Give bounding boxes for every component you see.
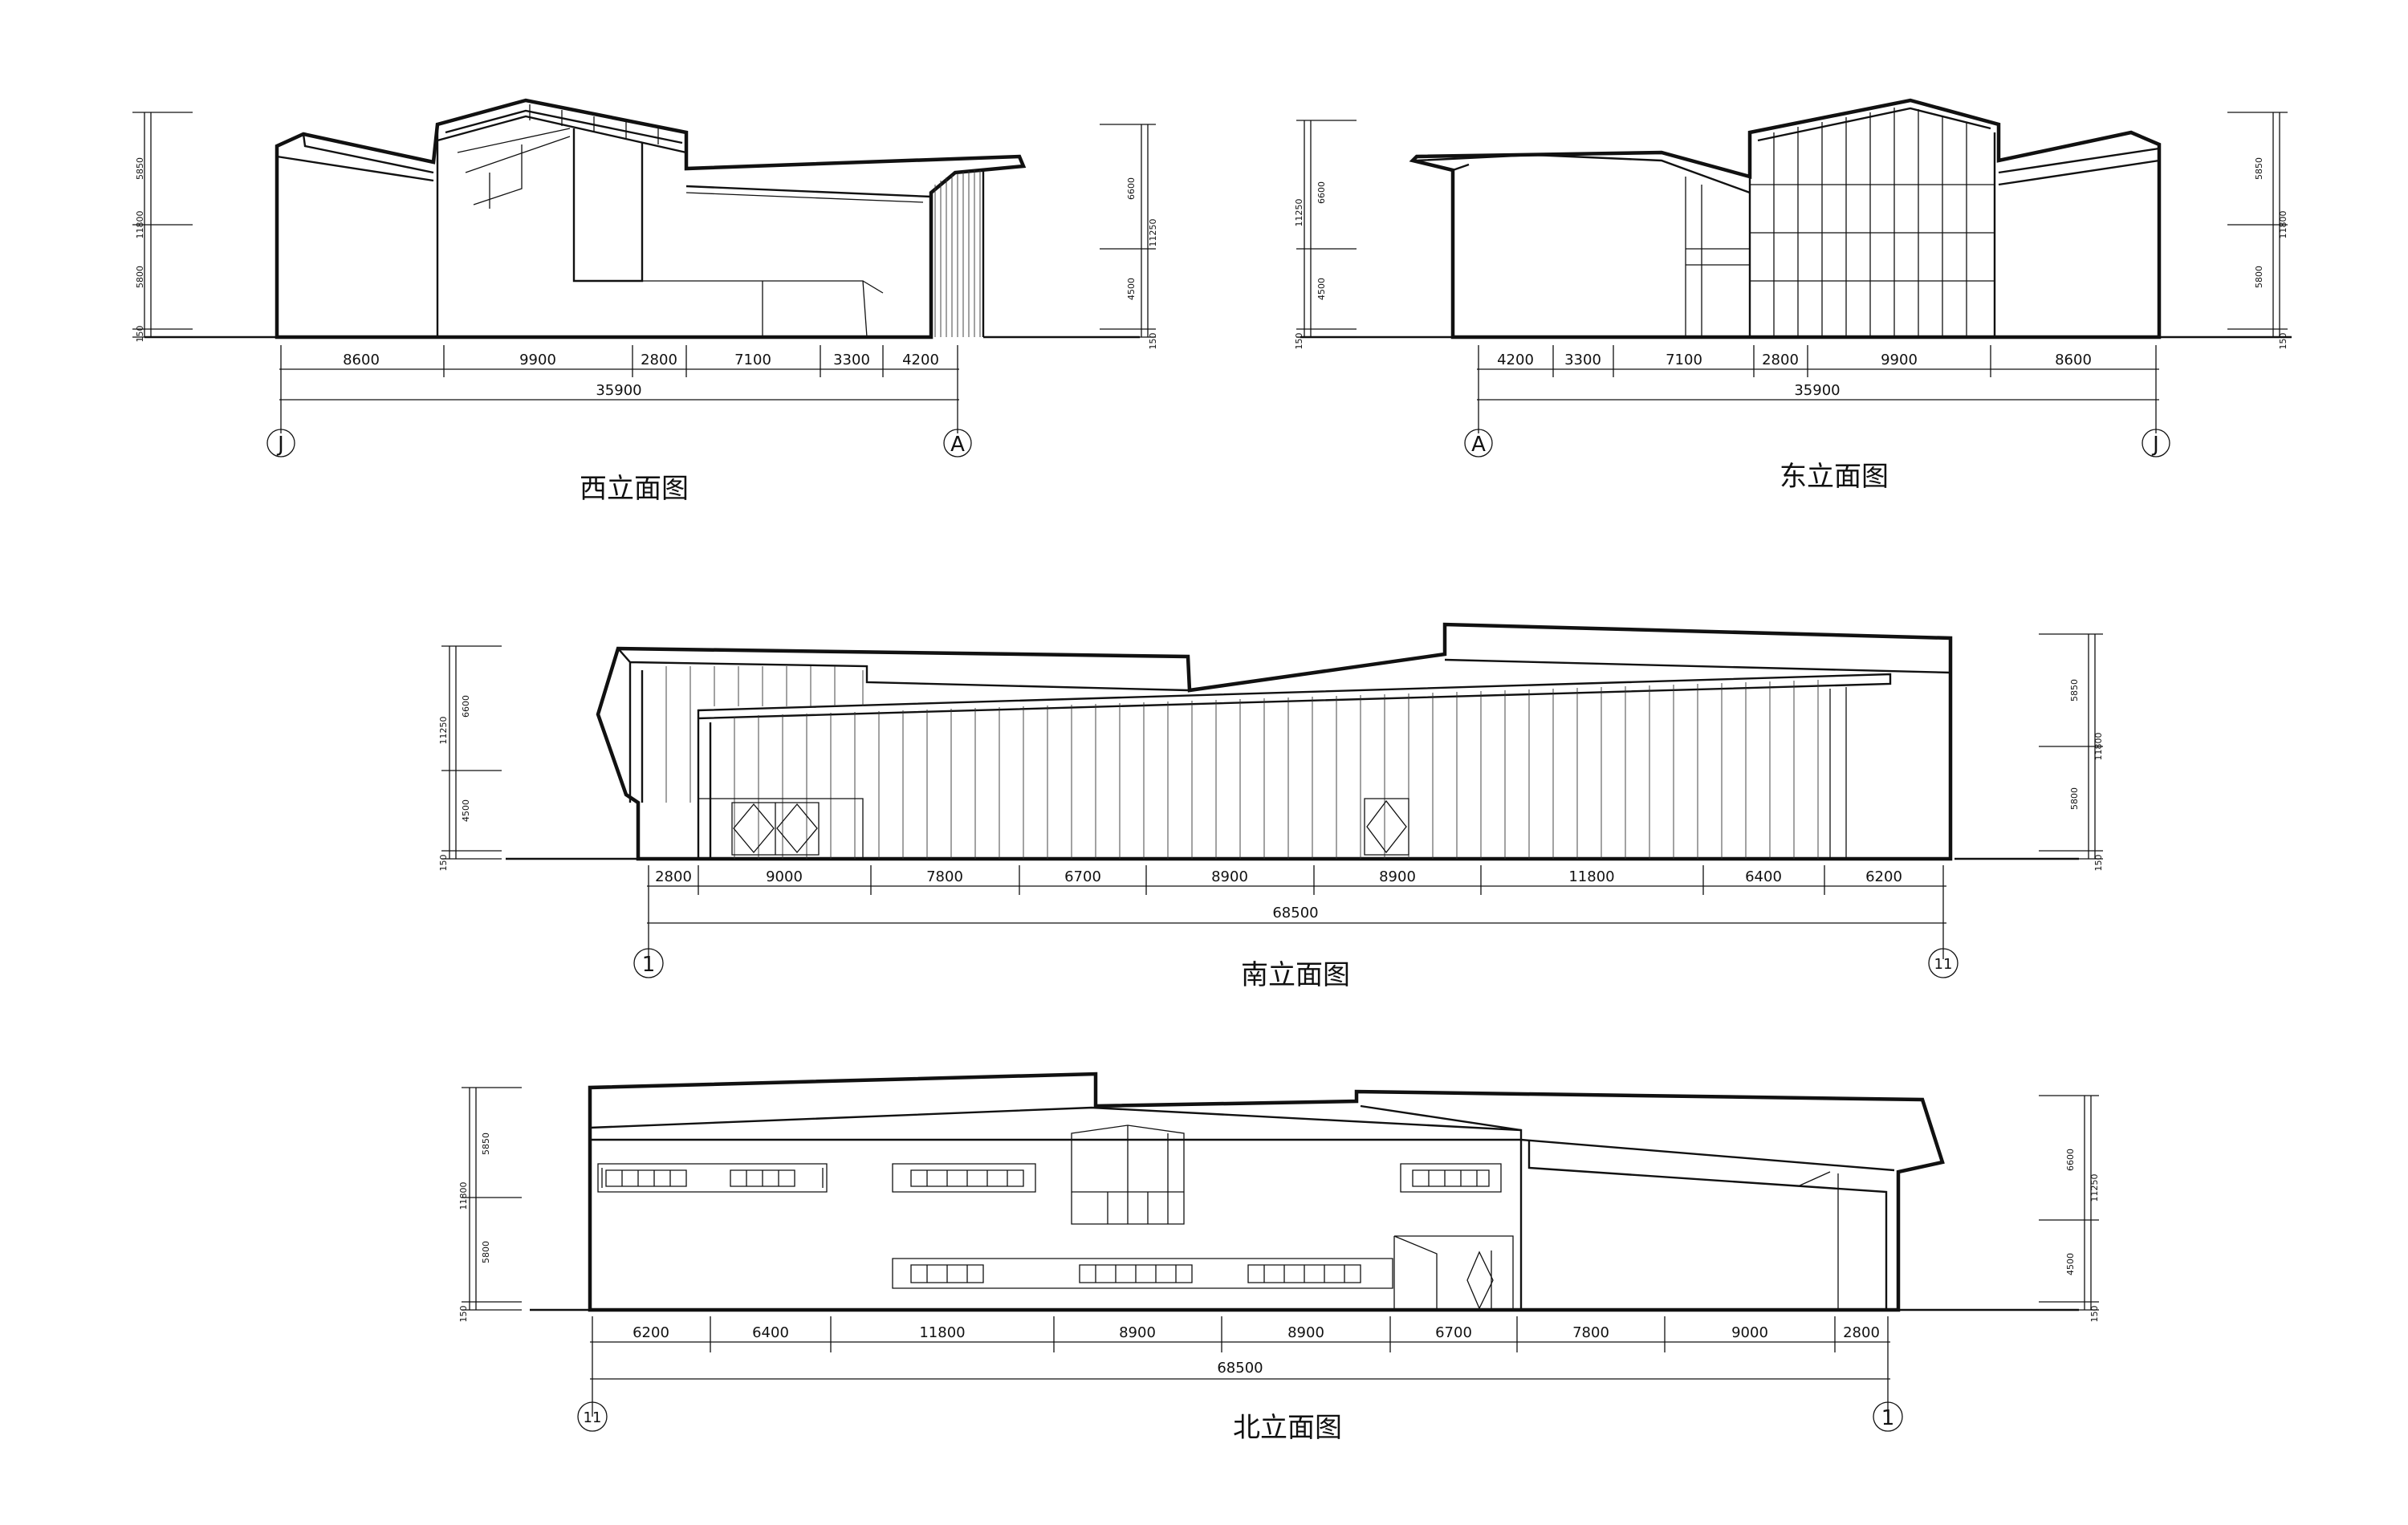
south-dim-3: 6700 bbox=[1064, 868, 1101, 885]
east-height-right-0: 5850 bbox=[2254, 157, 2264, 180]
east-grid-bubble-left bbox=[1464, 429, 1493, 458]
south-dim-total: 68500 bbox=[1272, 905, 1318, 921]
south-height-left-3: 150 bbox=[438, 855, 449, 872]
west-height-right-1: 11250 bbox=[1148, 219, 1158, 247]
south-height-left-1: 11250 bbox=[438, 717, 449, 745]
north-grid-left: 11 bbox=[584, 1409, 602, 1426]
north-height-left-0: 5850 bbox=[481, 1133, 491, 1155]
north-height-left-1: 11800 bbox=[458, 1182, 469, 1210]
north-dim-7: 9000 bbox=[1731, 1324, 1768, 1341]
east-height-left-0: 6600 bbox=[1316, 181, 1327, 204]
south-height-right-2: 5800 bbox=[2069, 787, 2080, 810]
south-grid-left: 1 bbox=[642, 953, 656, 977]
east-height-left-3: 150 bbox=[1294, 333, 1304, 350]
south-height-right-0: 5850 bbox=[2069, 679, 2080, 702]
south-height-left-2: 4500 bbox=[461, 799, 471, 822]
south-height-left-0: 6600 bbox=[461, 695, 471, 718]
south-dim-5: 8900 bbox=[1379, 868, 1416, 885]
south-dim-7: 6400 bbox=[1745, 868, 1782, 885]
north-height-right-1: 11250 bbox=[2089, 1174, 2100, 1202]
west-grid-bubble-right bbox=[943, 429, 972, 458]
east-height-left-2: 4500 bbox=[1316, 278, 1327, 300]
south-dim-2: 7800 bbox=[926, 868, 963, 885]
north-height-left-2: 5800 bbox=[481, 1241, 491, 1263]
north-dim-5: 6700 bbox=[1435, 1324, 1472, 1341]
west-height-left-3: 150 bbox=[135, 326, 145, 343]
west-height-left-1: 11800 bbox=[135, 211, 145, 239]
west-dim-0: 8600 bbox=[343, 352, 380, 368]
north-dim-8: 2800 bbox=[1843, 1324, 1880, 1341]
north-dim-3: 8900 bbox=[1119, 1324, 1156, 1341]
north-height-right-0: 6600 bbox=[2065, 1149, 2076, 1171]
south-height-right-1: 11800 bbox=[2093, 733, 2104, 761]
west-grid-right: A bbox=[950, 433, 965, 457]
north-dim-total: 68500 bbox=[1217, 1360, 1263, 1377]
south-height-right-3: 150 bbox=[2093, 855, 2104, 872]
north-dim-2: 11800 bbox=[919, 1324, 965, 1341]
east-dim-2: 7100 bbox=[1666, 352, 1702, 368]
south-elevation-title: 南立面图 bbox=[1241, 959, 1350, 991]
west-elevation: 5850 11800 5800 150 6600 11250 4500 150 … bbox=[132, 98, 1158, 505]
east-dim-total: 35900 bbox=[1794, 382, 1840, 399]
west-grid-left: J bbox=[276, 433, 284, 457]
south-dim-1: 9000 bbox=[766, 868, 803, 885]
west-dim-1: 9900 bbox=[519, 352, 556, 368]
east-elevation-title: 东立面图 bbox=[1780, 461, 1889, 493]
east-grid-right: J bbox=[2151, 433, 2159, 457]
east-grid-left: A bbox=[1471, 433, 1486, 457]
north-dim-0: 6200 bbox=[633, 1324, 669, 1341]
north-height-right-2: 4500 bbox=[2065, 1253, 2076, 1275]
west-grid-bubble-left bbox=[266, 429, 295, 458]
west-height-left-2: 5800 bbox=[135, 266, 145, 288]
south-dim-0: 2800 bbox=[655, 868, 692, 885]
north-height-left-3: 150 bbox=[458, 1306, 469, 1323]
south-grid-bubble-right bbox=[1928, 948, 1959, 978]
west-dim-2: 2800 bbox=[641, 352, 677, 368]
south-dim-8: 6200 bbox=[1865, 868, 1902, 885]
north-grid-right: 1 bbox=[1881, 1406, 1895, 1430]
north-elevation-title: 北立面图 bbox=[1233, 1412, 1342, 1444]
west-height-right-0: 6600 bbox=[1126, 177, 1137, 200]
north-dim-4: 8900 bbox=[1287, 1324, 1324, 1341]
east-height-right-1: 11800 bbox=[2278, 211, 2288, 239]
west-dim-4: 3300 bbox=[833, 352, 870, 368]
south-elevation: 6600 11250 4500 150 5850 11800 5800 150 … bbox=[438, 622, 2104, 991]
east-dim-1: 3300 bbox=[1564, 352, 1601, 368]
east-height-right-3: 150 bbox=[2278, 333, 2288, 350]
north-dim-6: 7800 bbox=[1572, 1324, 1609, 1341]
west-height-right-2: 4500 bbox=[1126, 278, 1137, 300]
east-height-left-1: 11250 bbox=[1294, 199, 1304, 227]
east-dim-5: 8600 bbox=[2055, 352, 2092, 368]
north-grid-bubble-right bbox=[1873, 1401, 1903, 1432]
south-grid-bubble-left bbox=[633, 948, 664, 978]
west-dim-total: 35900 bbox=[596, 382, 641, 399]
east-elevation: 6600 11250 4500 150 5850 11800 5800 150 … bbox=[1294, 98, 2292, 493]
south-dim-4: 8900 bbox=[1211, 868, 1248, 885]
east-dim-3: 2800 bbox=[1762, 352, 1799, 368]
west-dim-3: 7100 bbox=[734, 352, 771, 368]
north-height-right-3: 150 bbox=[2089, 1306, 2100, 1323]
east-grid-bubble-right bbox=[2142, 429, 2170, 458]
south-dim-6: 11800 bbox=[1568, 868, 1614, 885]
west-height-left-0: 5850 bbox=[135, 157, 145, 180]
north-elevation: 5850 11800 5800 150 6600 11250 4500 150 … bbox=[458, 1072, 2100, 1444]
east-dim-4: 9900 bbox=[1881, 352, 1918, 368]
west-dim-5: 4200 bbox=[902, 352, 939, 368]
west-height-right-3: 150 bbox=[1148, 333, 1158, 350]
north-grid-bubble-left bbox=[577, 1401, 608, 1432]
east-height-right-2: 5800 bbox=[2254, 266, 2264, 288]
north-dim-1: 6400 bbox=[752, 1324, 789, 1341]
west-elevation-title: 西立面图 bbox=[580, 473, 689, 505]
south-grid-right: 11 bbox=[1934, 956, 1953, 973]
east-dim-0: 4200 bbox=[1497, 352, 1534, 368]
